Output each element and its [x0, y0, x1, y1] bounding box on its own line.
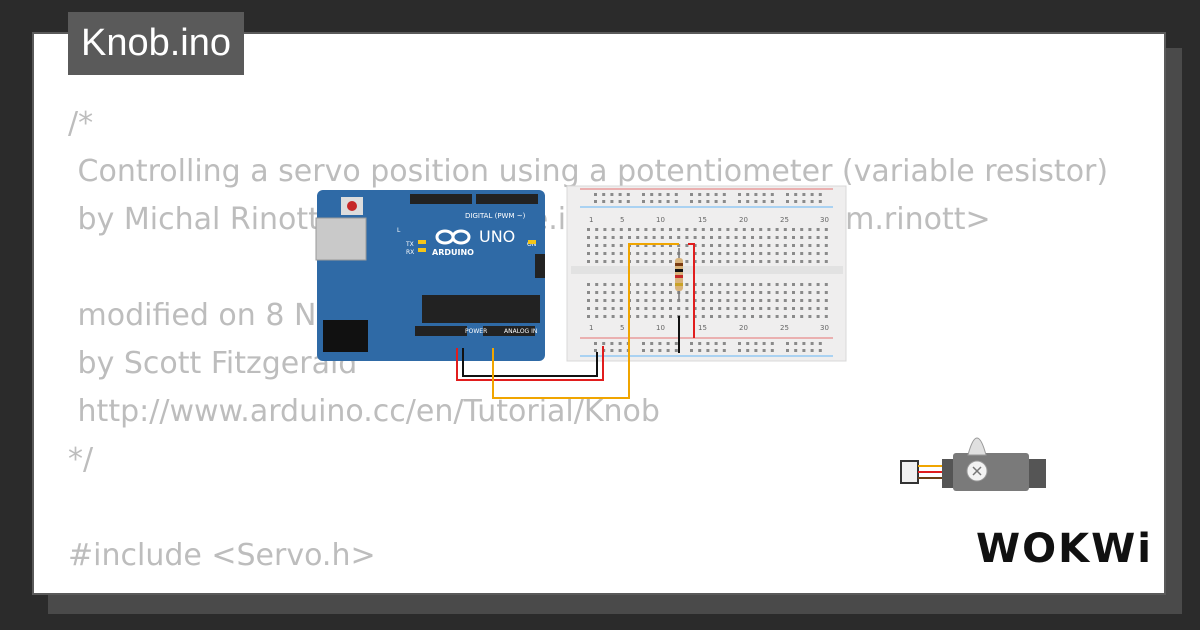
column-number: 5 [620, 324, 624, 332]
led-label: ON [527, 241, 536, 248]
dc-jack [323, 320, 368, 352]
column-number: 30 [820, 324, 829, 332]
led-label: L [397, 227, 401, 234]
column-number: 30 [820, 216, 829, 224]
resistor[interactable] [675, 248, 683, 300]
code-line: #include <Servo.h> [68, 538, 376, 573]
wire-gnd[interactable] [462, 316, 680, 377]
column-number: 25 [780, 324, 789, 332]
code-line: /* [68, 106, 94, 141]
wire-5v[interactable] [456, 243, 695, 381]
digital-header-high [410, 194, 472, 204]
wire-signal[interactable] [492, 243, 679, 399]
column-number: 10 [656, 216, 665, 224]
breadboard-holes [587, 193, 828, 352]
led-label: RX [406, 249, 414, 256]
code-line: Controlling a servo position using a pot… [68, 154, 1109, 189]
digital-header-low [476, 194, 538, 204]
column-number: 15 [698, 216, 707, 224]
wokwi-logo: WOKWi [976, 526, 1153, 572]
column-number: 1 [589, 324, 593, 332]
arduino-uno-board[interactable]: DIGITAL (PWM ~) UNO ARDUINO L TX RX ON P… [315, 190, 545, 361]
analog-label: ANALOG IN [504, 328, 537, 335]
column-number: 20 [739, 216, 748, 224]
servo-horn-icon [972, 466, 982, 476]
breadboard[interactable]: 1 5 10 15 20 25 30 1 5 10 15 20 25 30 [566, 185, 847, 362]
code-line: */ [68, 442, 94, 477]
analog-header [483, 326, 535, 336]
board-brand: ARDUINO [432, 248, 474, 257]
column-number: 10 [656, 324, 665, 332]
atmega-chip [422, 295, 540, 323]
led-label: TX [405, 241, 414, 248]
column-number: 25 [780, 216, 789, 224]
column-number: 15 [698, 324, 707, 332]
column-number: 20 [739, 324, 748, 332]
column-number: 1 [589, 216, 593, 224]
icsp-header [535, 254, 545, 278]
power-label: POWER [465, 328, 487, 335]
board-model: UNO [479, 227, 515, 246]
arduino-logo-icon [435, 229, 471, 245]
project-title[interactable]: Knob.ino [68, 12, 245, 75]
power-header [415, 326, 467, 336]
code-line: http://www.arduino.cc/en/Tutorial/Knob [68, 394, 660, 429]
reset-button-cap [347, 201, 357, 211]
digital-label: DIGITAL (PWM ~) [465, 212, 526, 220]
usb-connector [315, 217, 367, 261]
servo-motor[interactable] [900, 437, 1046, 491]
column-number: 5 [620, 216, 624, 224]
